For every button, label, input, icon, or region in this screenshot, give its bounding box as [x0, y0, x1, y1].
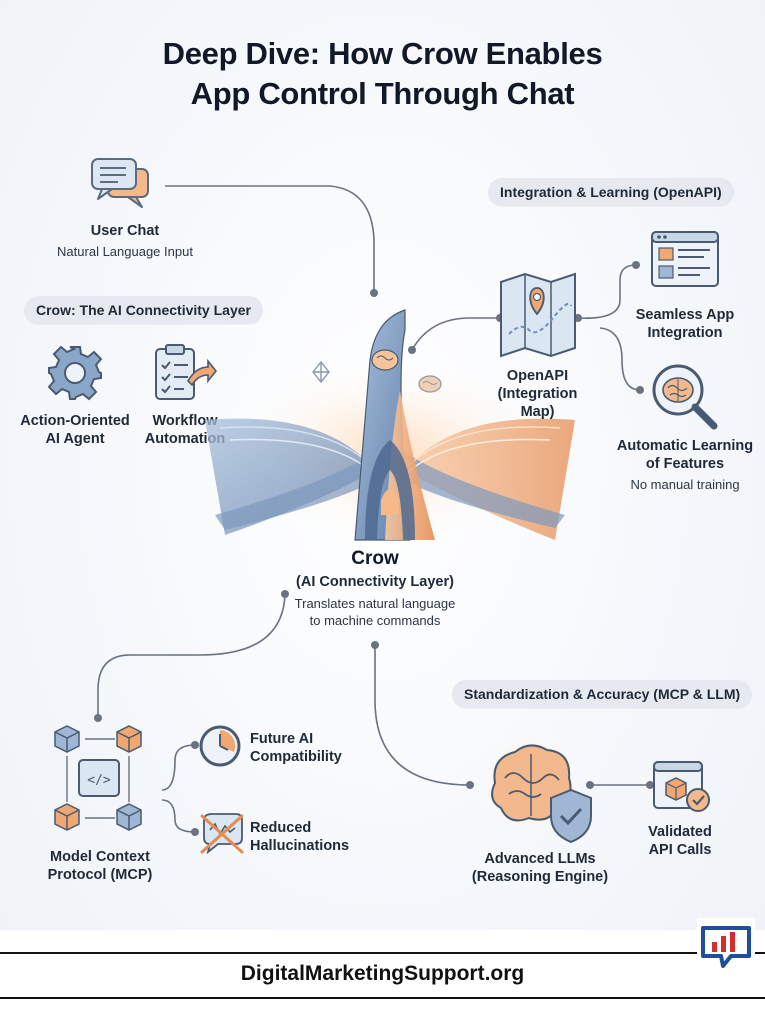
title-line-1: Deep Dive: How Crow Enables — [162, 36, 603, 71]
connector-crow-openapi — [411, 317, 500, 351]
clock-icon — [199, 725, 241, 767]
footer — [0, 930, 765, 1024]
footer-site-link[interactable]: DigitalMarketingSupport.org — [240, 962, 525, 985]
page-title: Deep Dive: How Crow Enables App Control … — [0, 34, 765, 114]
crossed-bubble-icon — [200, 813, 244, 855]
crow-subtitle: (AI Connectivity Layer) — [296, 574, 454, 590]
chat-bubble-icon — [91, 158, 149, 208]
workflow-label: Workflow Automation — [144, 413, 226, 447]
mcp-label: Model Context Protocol (MCP) — [47, 849, 153, 883]
section-integration: Integration & Learning (OpenAPI) — [488, 178, 734, 206]
auto-learning-label: Automatic Learning of Features — [616, 438, 754, 472]
crow-hub-illustration — [205, 309, 575, 545]
connector-openapi-learning — [599, 327, 641, 391]
mcp-cubes-icon: </> — [54, 725, 142, 831]
connector-chat-crow — [165, 185, 375, 290]
connector-mcp-branch-2 — [161, 799, 196, 833]
footer-divider-bottom — [0, 997, 765, 999]
crow-title: Crow — [351, 548, 399, 569]
user-chat-label: User Chat — [90, 223, 160, 239]
clipboard-checklist-icon — [155, 344, 218, 400]
brain-shield-icon — [475, 728, 592, 844]
validated-label: Validated API Calls — [648, 824, 712, 858]
validated-api-icon — [653, 761, 710, 812]
llm-label: Advanced LLMs (Reasoning Engine) — [471, 851, 609, 885]
gear-icon — [47, 345, 103, 401]
user-chat-sub: Natural Language Input — [57, 244, 193, 259]
seamless-label: Seamless App Integration — [635, 307, 735, 341]
connector-crow-mcp — [97, 593, 286, 715]
crow-description: Translates natural language to machine c… — [294, 596, 456, 628]
svg-text:</>: </> — [87, 773, 111, 788]
action-agent-label: Action-Oriented AI Agent — [20, 413, 130, 447]
section-standardization: Standardization & Accuracy (MCP & LLM) — [452, 680, 753, 708]
reduced-label: Reduced Hallucinations — [250, 820, 350, 854]
map-pin-icon — [500, 272, 576, 358]
app-window-icon — [651, 231, 719, 287]
brand-logo-icon — [697, 918, 755, 976]
openapi-label: OpenAPI (Integration Map) — [497, 368, 578, 420]
section-crow-layer: Crow: The AI Connectivity Layer — [24, 296, 263, 324]
footer-divider-top — [0, 952, 765, 954]
magnifier-brain-icon — [652, 364, 718, 430]
title-line-2: App Control Through Chat — [190, 76, 575, 111]
connector-crow-llm — [374, 645, 471, 786]
connector-openapi-branch — [577, 264, 637, 319]
connector-mcp-branch — [161, 744, 196, 791]
auto-learning-sub: No manual training — [630, 477, 740, 492]
future-ai-label: Future AI Compatibility — [250, 731, 342, 765]
